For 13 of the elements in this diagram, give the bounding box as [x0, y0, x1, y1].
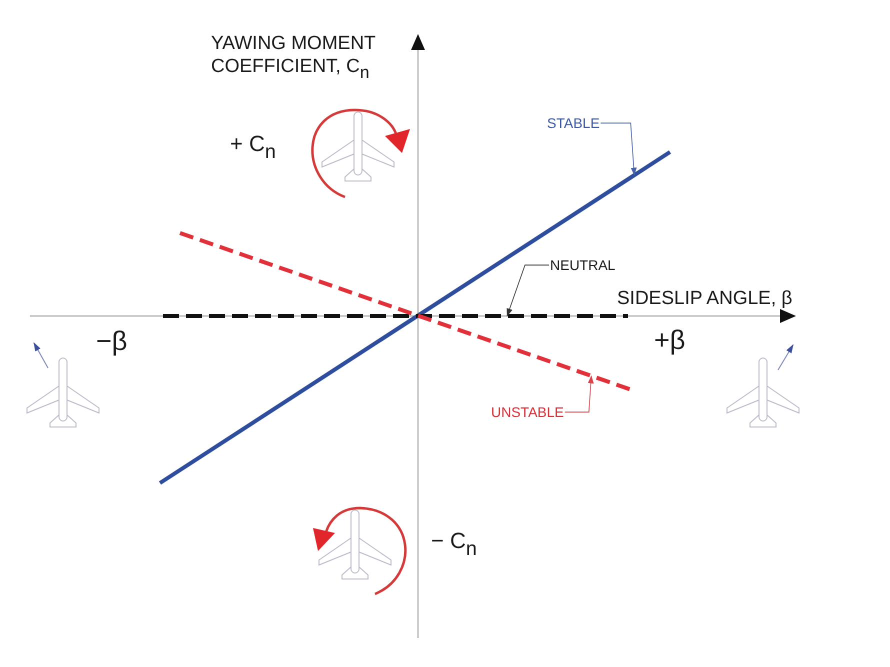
neutral-line	[163, 314, 628, 318]
quadrant-label: + C$_{n}$	[230, 131, 276, 164]
line-label: UNSTABLE	[491, 404, 564, 420]
axis-title: YAWING MOMENT COEFFICIENT, C$_{n}$	[211, 33, 376, 84]
axis-title: SIDESLIP ANGLE, β	[617, 288, 792, 310]
leader-line	[600, 122, 637, 176]
leader-line	[564, 375, 594, 412]
quadrant-label: − C$_{n}$	[431, 528, 477, 561]
axis-end-label: +β	[654, 325, 686, 356]
line-label: NEUTRAL	[550, 257, 616, 274]
axis-end-label: −β	[96, 326, 128, 358]
line-label: STABLE	[547, 115, 600, 132]
leader-line	[506, 264, 550, 316]
